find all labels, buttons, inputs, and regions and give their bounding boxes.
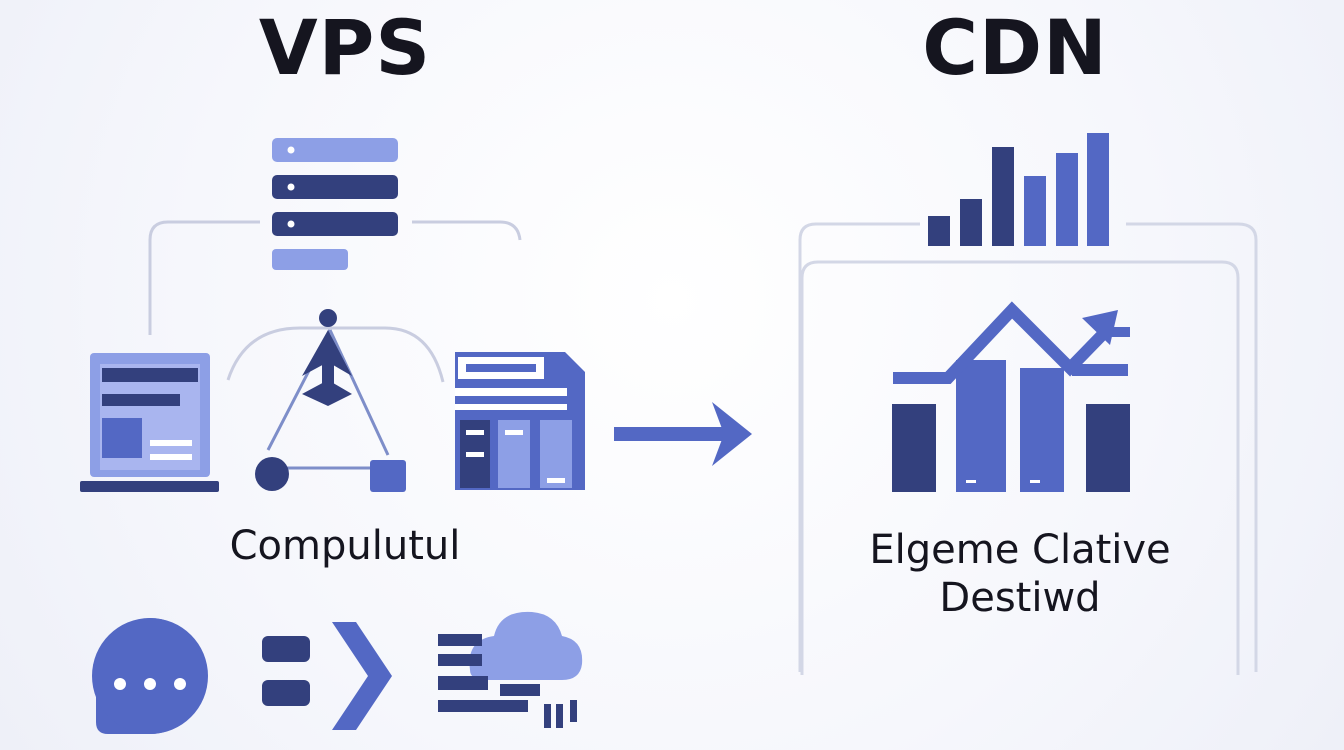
cdn-outer-frame xyxy=(798,222,1258,672)
arrow-right-icon xyxy=(614,402,752,466)
connector-right xyxy=(412,220,522,241)
caption-cdn-line1: Elgeme Clative xyxy=(869,527,1171,573)
caption-vps-text: Compulutul xyxy=(229,523,461,569)
caption-cdn-line2: Destiwd xyxy=(939,575,1101,621)
bar-chart-icon xyxy=(928,133,1109,246)
title-vps: VPS xyxy=(258,3,432,92)
connector-left xyxy=(148,220,260,335)
filing-cabinet-icon xyxy=(455,352,585,490)
vps-connectors xyxy=(148,220,522,383)
connector-arch xyxy=(226,326,445,383)
laptop-icon xyxy=(80,353,219,492)
caption-vps: Compulutul xyxy=(180,522,510,570)
growth-chart-icon xyxy=(892,301,1130,492)
title-cdn: CDN xyxy=(922,3,1108,92)
cdn-inner-frame xyxy=(800,260,1240,675)
caption-cdn: Elgeme Clative Destiwd xyxy=(820,526,1220,622)
cdn-frame xyxy=(798,222,1258,675)
cloud-storage-icon xyxy=(438,611,583,728)
chat-bubble-icon xyxy=(92,618,208,735)
chevron-right-icon xyxy=(262,622,392,730)
server-stack-icon xyxy=(272,138,398,270)
network-node-icon xyxy=(255,309,406,492)
